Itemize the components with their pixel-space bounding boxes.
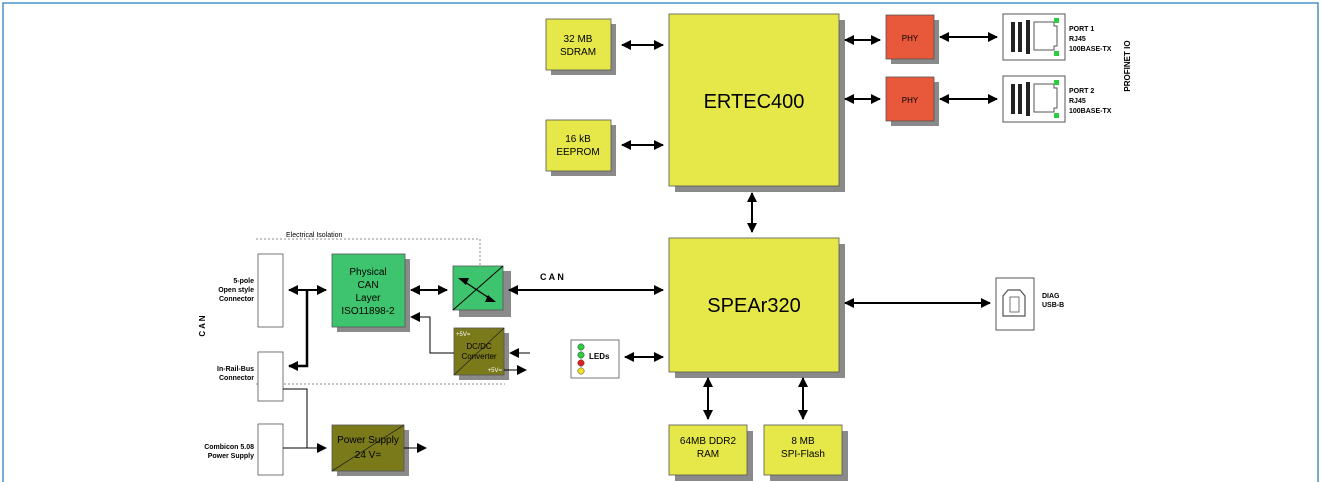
port1-label: PORT 1 RJ45 100BASE-TX <box>1069 26 1112 53</box>
phy1-label: PHY <box>902 34 919 43</box>
port2-name: PORT 2 <box>1069 88 1094 95</box>
ddr2-ram-block: 64MB DDR2 RAM <box>668 424 753 481</box>
usb-b-label: USB-B <box>1042 302 1064 309</box>
port2-speed: 100BASE-TX <box>1069 108 1112 115</box>
in-rail-label-1: In-Rail-Bus <box>217 366 254 373</box>
open-style-label-3: Connector <box>219 296 254 303</box>
port1-connector: RJ45 <box>1069 36 1086 43</box>
ertec400-block: ERTEC400 <box>668 13 845 192</box>
leds-label: LEDs <box>589 352 610 361</box>
phy2-label: PHY <box>902 96 919 105</box>
sdram-label-2: SDRAM <box>560 47 596 58</box>
in-rail-bus-connector <box>257 351 284 402</box>
port1-name: PORT 1 <box>1069 26 1094 33</box>
profinet-label: PROFINET IO <box>1123 40 1132 91</box>
open-style-label-2: Open style <box>218 287 254 294</box>
dcdc-input-label: +5V= <box>456 332 471 338</box>
power-supply-label-1: Power Supply <box>337 435 399 446</box>
physical-can-label-4: ISO11898-2 <box>341 306 395 317</box>
power-supply-label-2: 24 V= <box>355 450 382 461</box>
ertec400-label: ERTEC400 <box>704 91 805 113</box>
port2-connector: RJ45 <box>1069 98 1086 105</box>
led-indicator-icon: LEDs <box>570 339 620 379</box>
dcdc-label-2: Converter <box>461 352 496 361</box>
eeprom-label-2: EEPROM <box>556 147 599 158</box>
phy1-block: PHY <box>885 14 939 64</box>
spi-flash-label-1: 8 MB <box>791 436 815 447</box>
can-side-label: C A N <box>198 315 207 336</box>
combicon-label-2: Power Supply <box>208 453 254 460</box>
eeprom-label-1: 16 kB <box>565 134 591 145</box>
rj45-port-icon <box>1002 13 1066 61</box>
isolator-icon <box>452 265 511 317</box>
dcdc-output-label: +5V= <box>488 368 503 374</box>
open-style-label-1: 5-pole <box>233 278 254 285</box>
port1-speed: 100BASE-TX <box>1069 46 1112 53</box>
physical-can-label-1: Physical <box>349 267 386 278</box>
combicon-label-1: Combicon 5.08 <box>204 444 254 451</box>
ddr2-label-1: 64MB DDR2 <box>680 436 737 447</box>
open-style-connector <box>257 253 284 328</box>
physical-can-label-2: CAN <box>357 280 378 291</box>
combicon-connector <box>257 423 284 476</box>
dcdc-converter-block: +5V= +5V= DC/DC Converter <box>453 327 509 380</box>
sdram-block: 32 MB SDRAM <box>545 18 616 75</box>
eeprom-block: 16 kB EEPROM <box>545 119 616 176</box>
port2-label: PORT 2 RJ45 100BASE-TX <box>1069 88 1112 115</box>
diag-label: DIAG <box>1042 293 1060 300</box>
in-rail-label-2: Connector <box>219 375 254 382</box>
usb-b-port-icon <box>995 277 1035 331</box>
physical-can-label-3: Layer <box>355 293 381 304</box>
rj45-port-icon <box>1002 75 1066 123</box>
spi-flash-block: 8 MB SPI-Flash <box>763 424 848 481</box>
power-supply-block: Power Supply 24 V= <box>331 424 409 476</box>
electrical-isolation-label: Electrical Isolation <box>286 232 343 239</box>
spear320-block: SPEAr320 <box>668 237 845 378</box>
phy2-block: PHY <box>885 76 939 126</box>
connections <box>283 32 998 453</box>
can-bus-label: C A N <box>540 272 564 282</box>
ddr2-label-2: RAM <box>697 449 719 460</box>
sdram-label-1: 32 MB <box>564 34 593 45</box>
dcdc-label-1: DC/DC <box>466 342 492 351</box>
spear320-label: SPEAr320 <box>707 295 800 317</box>
isolation-boundary: Electrical Isolation <box>256 232 505 385</box>
spi-flash-label-2: SPI-Flash <box>781 449 825 460</box>
physical-can-layer-block: Physical CAN Layer ISO11898-2 <box>331 253 410 332</box>
